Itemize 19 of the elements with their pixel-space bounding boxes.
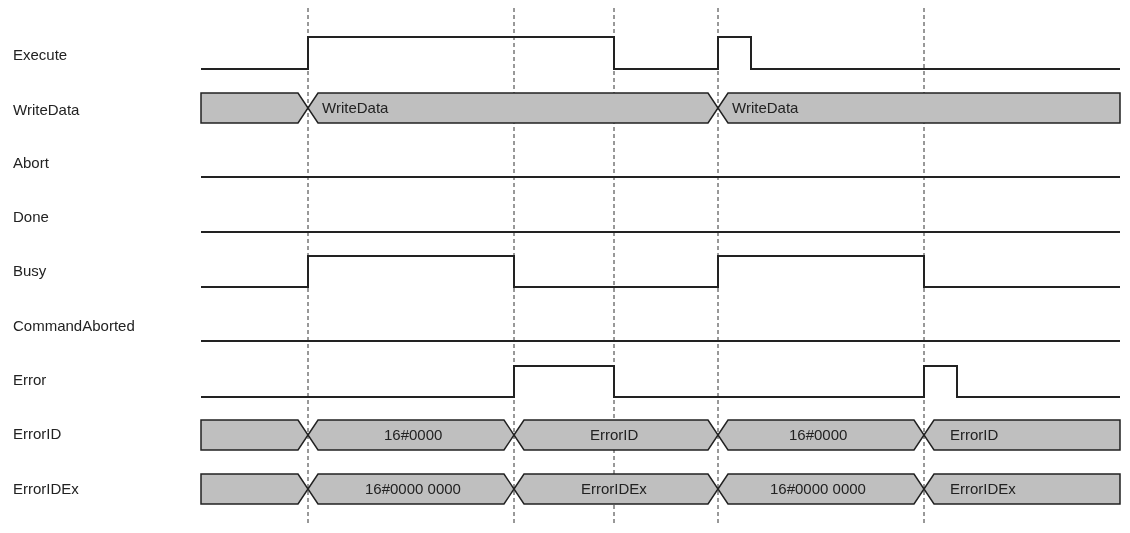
bus-value: 16#0000 [384, 426, 443, 444]
bus-value: 16#0000 [789, 426, 848, 444]
bus-value: WriteData [732, 99, 799, 117]
signal-name: Abort [13, 154, 49, 172]
bus-value: ErrorIDEx [581, 480, 647, 498]
bus-value: ErrorIDEx [950, 480, 1016, 498]
signal-name: Error [13, 371, 47, 389]
signal-name: ErrorID [13, 425, 62, 443]
signal-name: Busy [13, 262, 47, 280]
bus-value: ErrorID [950, 426, 999, 444]
bus-value: 16#0000 0000 [365, 480, 461, 498]
bus-value: ErrorID [590, 426, 639, 444]
bus-value: 16#0000 0000 [770, 480, 866, 498]
signal-name: ErrorIDEx [13, 480, 79, 498]
signal-name: WriteData [13, 101, 80, 119]
signal-name: Execute [13, 46, 68, 64]
signal-name: CommandAborted [13, 317, 135, 335]
bus-value: WriteData [322, 99, 389, 117]
signal-name: Done [13, 208, 49, 226]
